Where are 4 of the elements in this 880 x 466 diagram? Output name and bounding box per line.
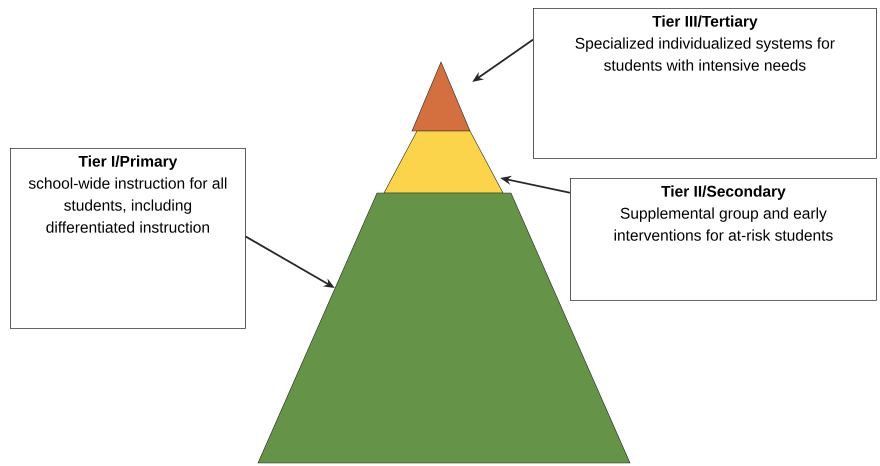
tier-box: Tier III/Tertiary Specialized individualized systems for students with intensive needs [533, 8, 877, 159]
tier-box: Tier II/Secondary Supplemental group and early interventions for at-risk students [570, 178, 877, 301]
pyramid-tier [384, 130, 504, 194]
tier-box: Tier I/Primary school-wide instruction for all students, including differentiated instruction [10, 148, 246, 329]
